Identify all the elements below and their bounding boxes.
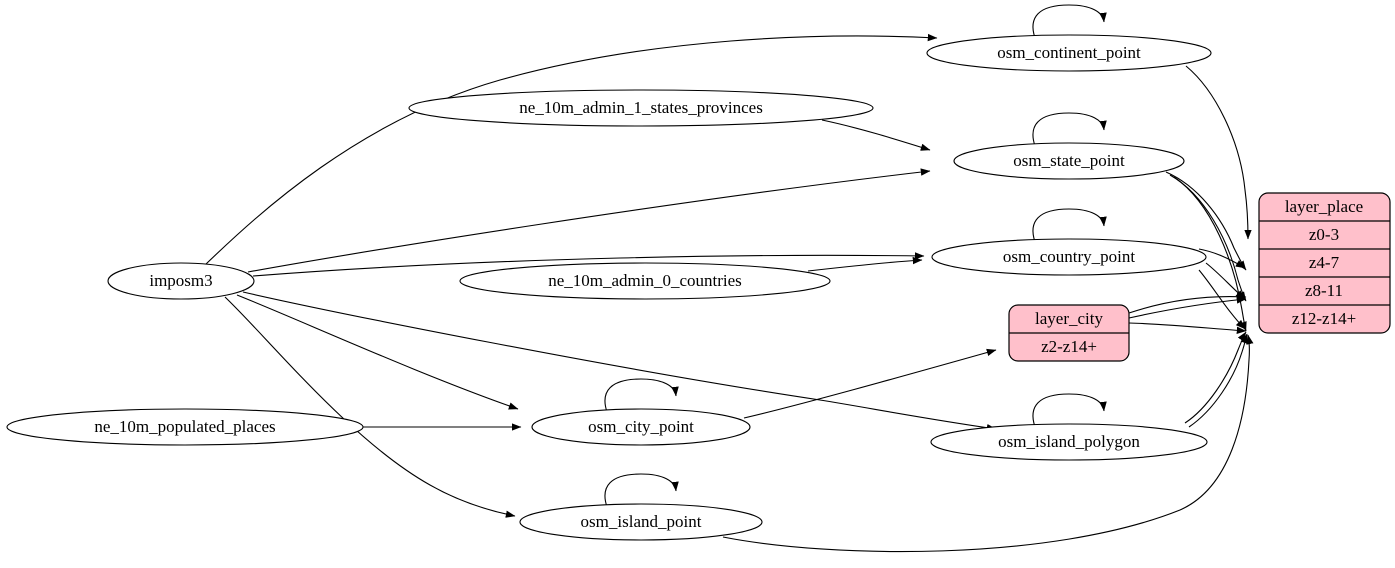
node-osm-city-point[interactable]: osm_city_point <box>531 408 751 446</box>
node-osm-continent-point[interactable]: osm_continent_point <box>926 34 1212 72</box>
edge-imposm3-to-osm-state-point <box>247 168 931 273</box>
record-node-layer-place[interactable]: layer_place z0-3 z4-7 z8-11 z12-z14+ <box>1258 192 1391 334</box>
record-box-layer-place[interactable] <box>1258 192 1391 334</box>
node-ellipse-osm-country-point[interactable] <box>931 238 1207 276</box>
node-osm-state-point[interactable]: osm_state_point <box>953 142 1185 180</box>
node-label-osm-island-polygon: osm_island_polygon <box>998 432 1140 451</box>
node-label-osm-continent-point: osm_continent_point <box>997 43 1141 62</box>
node-label-ne-states: ne_10m_admin_1_states_provinces <box>519 98 763 117</box>
record-row-layer-city-header: layer_city <box>1035 309 1103 328</box>
node-label-ne-places: ne_10m_populated_places <box>94 417 275 436</box>
node-ellipse-osm-state-point[interactable] <box>953 142 1185 180</box>
edge-imposm3-to-osm-country-point <box>252 252 925 277</box>
nodes-layer: imposm3 ne_10m_admin_1_states_provinces … <box>6 34 1212 541</box>
edge-imposm3-to-osm-island-point <box>224 296 516 518</box>
edge-layer-city-to-layer-place-z8-11 <box>1128 296 1247 319</box>
node-ellipse-ne-states[interactable] <box>408 89 874 127</box>
node-label-osm-country-point: osm_country_point <box>1003 247 1135 266</box>
edge-layer-city-to-layer-place-z12-alt <box>1128 292 1247 314</box>
node-ellipse-ne-countries[interactable] <box>459 262 831 300</box>
edge-imposm3-to-osm-city-point <box>236 294 519 410</box>
node-label-osm-state-point: osm_state_point <box>1013 151 1125 170</box>
edge-osm-island-polygon-to-layer-place-z12-z14 <box>1184 331 1247 424</box>
edges-layer <box>204 4 1254 553</box>
node-osm-country-point[interactable]: osm_country_point <box>931 238 1207 276</box>
record-node-layer-city[interactable]: layer_city z2-z14+ <box>1008 304 1130 362</box>
edge-self-osm-continent-point <box>1032 4 1107 39</box>
node-ne-10m-admin-1-states-provinces[interactable]: ne_10m_admin_1_states_provinces <box>408 89 874 127</box>
edge-self-osm-island-point <box>604 473 679 508</box>
node-label-osm-city-point: osm_city_point <box>588 417 694 436</box>
node-ellipse-ne-places[interactable] <box>6 408 364 446</box>
node-osm-island-point[interactable]: osm_island_point <box>519 503 763 541</box>
record-row-layer-place-z8-11[interactable]: z8-11 <box>1305 281 1343 300</box>
edge-self-osm-island-polygon <box>1032 393 1107 428</box>
edge-osm-city-point-to-layer-city-z2-z14 <box>743 348 997 419</box>
edge-imposm3-to-osm-island-polygon <box>242 291 997 432</box>
edge-layer-city-to-layer-place-z12-z14+ <box>1128 322 1247 335</box>
edge-self-osm-state-point <box>1032 112 1107 147</box>
node-ne-10m-admin-0-countries[interactable]: ne_10m_admin_0_countries <box>459 262 831 300</box>
edge-osm-continent-point-to-layer-place-z0-3 <box>1185 65 1252 240</box>
edge-osm-island-point-to-layer-place-z12-z14 <box>722 334 1254 553</box>
edge-ne-countries-to-osm-country-point <box>807 256 923 272</box>
node-label-osm-island-point: osm_island_point <box>581 512 702 531</box>
node-ellipse-osm-island-polygon[interactable] <box>930 423 1208 461</box>
record-row-layer-place-z0-3[interactable]: z0-3 <box>1309 225 1339 244</box>
record-row-layer-city-z2-z14[interactable]: z2-z14+ <box>1041 337 1097 356</box>
node-imposm3[interactable]: imposm3 <box>107 262 255 300</box>
node-label-imposm3: imposm3 <box>149 271 212 290</box>
edge-self-osm-country-point <box>1032 208 1107 243</box>
node-ellipse-imposm3[interactable] <box>107 262 255 300</box>
node-ne-10m-populated-places[interactable]: ne_10m_populated_places <box>6 408 364 446</box>
record-row-layer-place-header: layer_place <box>1285 197 1363 216</box>
record-row-layer-place-z12-z14[interactable]: z12-z14+ <box>1292 309 1356 328</box>
node-osm-island-polygon[interactable]: osm_island_polygon <box>930 423 1208 461</box>
edge-osm-country-point-to-layer-place-z12-z14+ <box>1198 269 1246 330</box>
record-row-layer-place-z4-7[interactable]: z4-7 <box>1309 253 1340 272</box>
edge-osm-island-polygon-to-layer-place-z12-alt <box>1188 333 1248 428</box>
edge-ne-states-to-osm-state-point <box>821 119 931 151</box>
node-label-ne-countries: ne_10m_admin_0_countries <box>548 271 742 290</box>
node-ellipse-osm-continent-point[interactable] <box>926 34 1212 72</box>
record-nodes-layer: layer_place z0-3 z4-7 z8-11 z12-z14+ lay… <box>1008 192 1391 362</box>
edge-osm-country-point-to-layer-place-z8-11 <box>1205 262 1246 300</box>
node-ellipse-osm-island-point[interactable] <box>519 503 763 541</box>
edge-self-osm-city-point <box>604 378 679 413</box>
edge-osm-country-point-to-layer-place-z4-7 <box>1198 248 1246 269</box>
node-ellipse-osm-city-point[interactable] <box>531 408 751 446</box>
edge-imposm3-to-osm-continent-point <box>204 33 938 266</box>
